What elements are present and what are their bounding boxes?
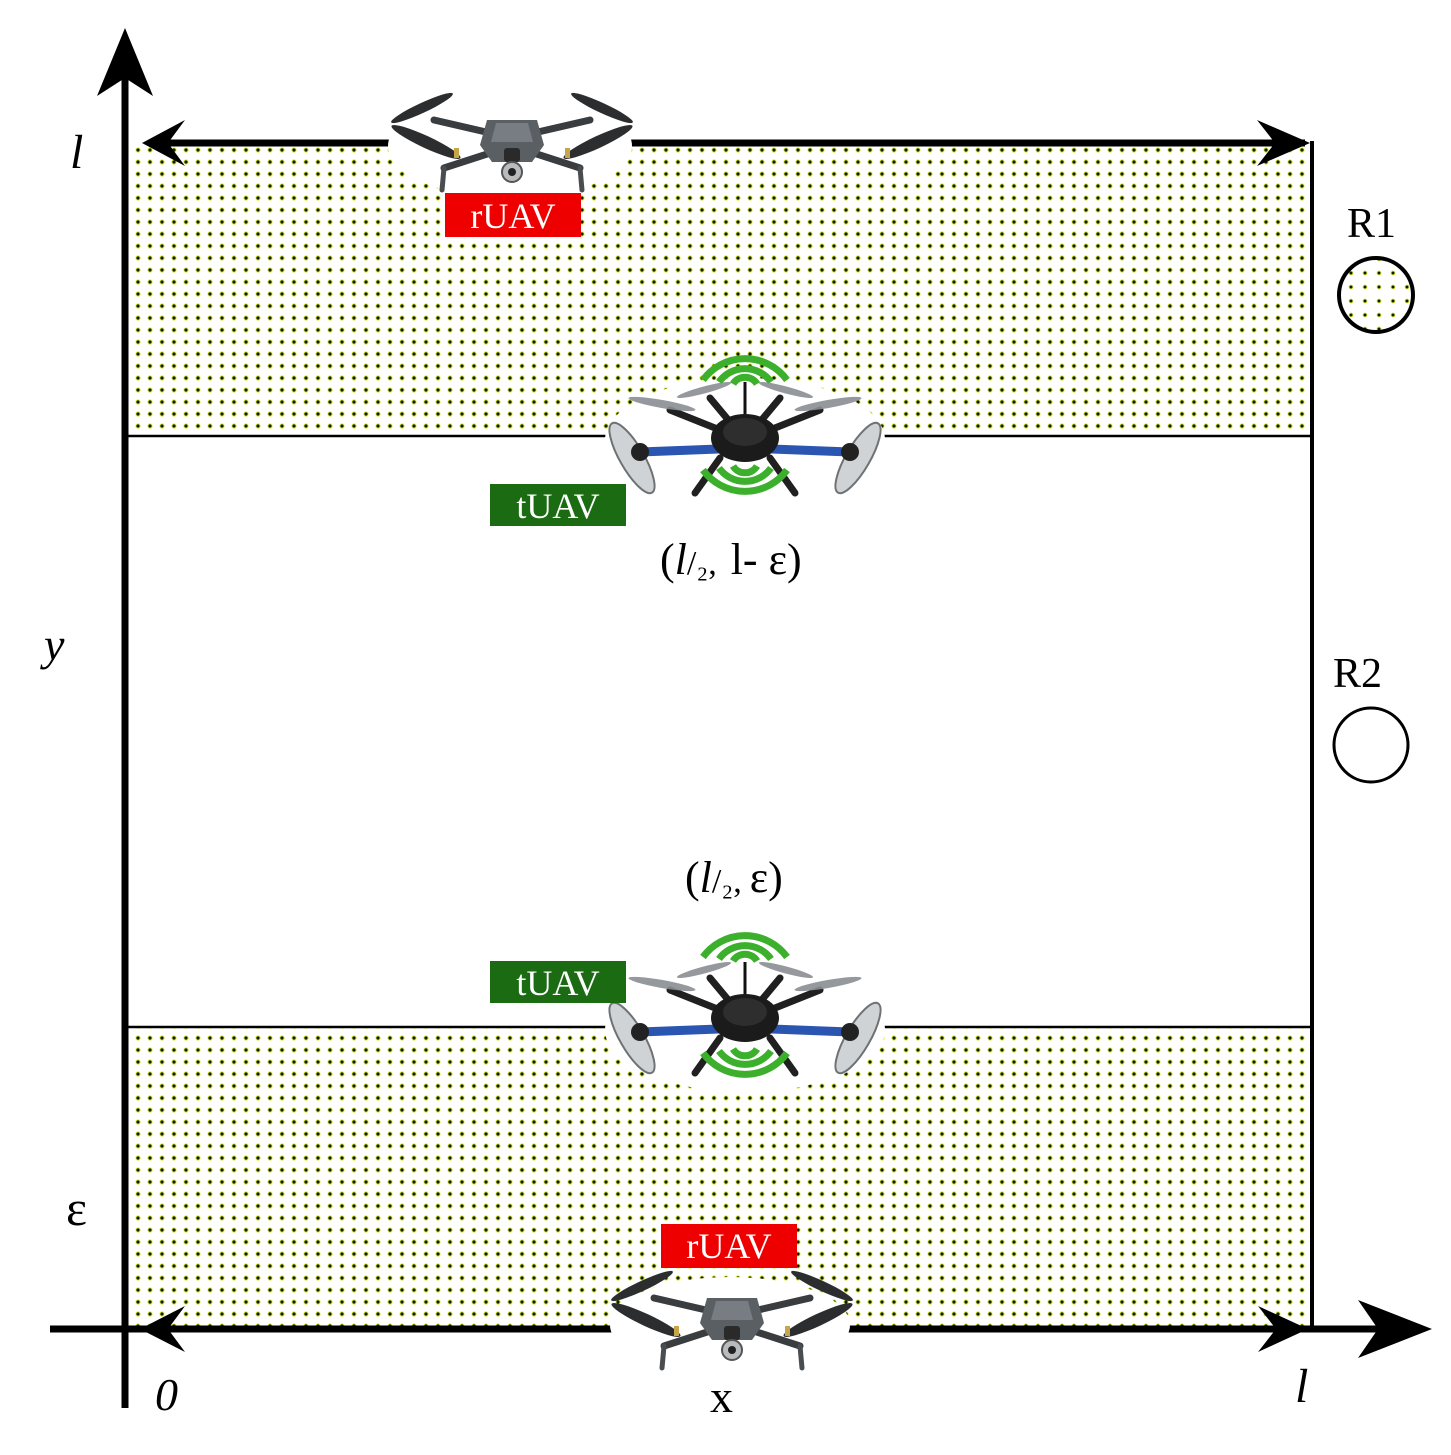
bottom-left-arrowhead bbox=[140, 1306, 185, 1352]
x-axis-arrowhead bbox=[1358, 1300, 1432, 1358]
r1-dotted-circle bbox=[1337, 256, 1415, 334]
ruav-bottom: rUAV bbox=[609, 1224, 855, 1373]
y-axis-arrowhead bbox=[97, 28, 153, 96]
r1-label: R1 bbox=[1347, 201, 1396, 247]
y-axis-label: y bbox=[40, 619, 65, 670]
bottom-right-arrowhead bbox=[1258, 1306, 1308, 1352]
tuav-lower-coord: (l/₂,ε) bbox=[685, 853, 783, 902]
tuav-lower-tag-text: tUAV bbox=[516, 963, 599, 1003]
ruav-bottom-tag-text: rUAV bbox=[686, 1226, 771, 1266]
origin-label: 0 bbox=[155, 1369, 178, 1420]
wireless-signal-icon bbox=[703, 936, 787, 961]
tuav-lower: (l/₂,ε) tUAV bbox=[490, 853, 888, 1092]
tuav-upper-coord: (l/₂,l- ε) bbox=[660, 535, 802, 584]
r2-label: R2 bbox=[1333, 651, 1382, 697]
x-axis-label: x bbox=[710, 1371, 733, 1422]
ruav-top-tag bbox=[445, 193, 581, 237]
top-right-arrowhead bbox=[1257, 120, 1310, 166]
tuav-upper: tUAV (l/₂,l- ε) bbox=[490, 359, 888, 584]
tuav-upper-tag-text: tUAV bbox=[516, 486, 599, 526]
y-top-label: l bbox=[70, 126, 83, 179]
ruav-top-tag-text: rUAV bbox=[470, 196, 555, 236]
top-left-arrowhead bbox=[142, 120, 185, 166]
x-right-label: l bbox=[1295, 1360, 1308, 1413]
tuav-lower-tag bbox=[490, 961, 626, 1003]
r2-empty-circle bbox=[1332, 706, 1410, 784]
epsilon-label: ε bbox=[66, 1180, 87, 1236]
ruav-top: rUAV bbox=[388, 89, 635, 237]
ruav-bottom-tag bbox=[661, 1224, 797, 1268]
tuav-upper-tag bbox=[490, 484, 626, 526]
